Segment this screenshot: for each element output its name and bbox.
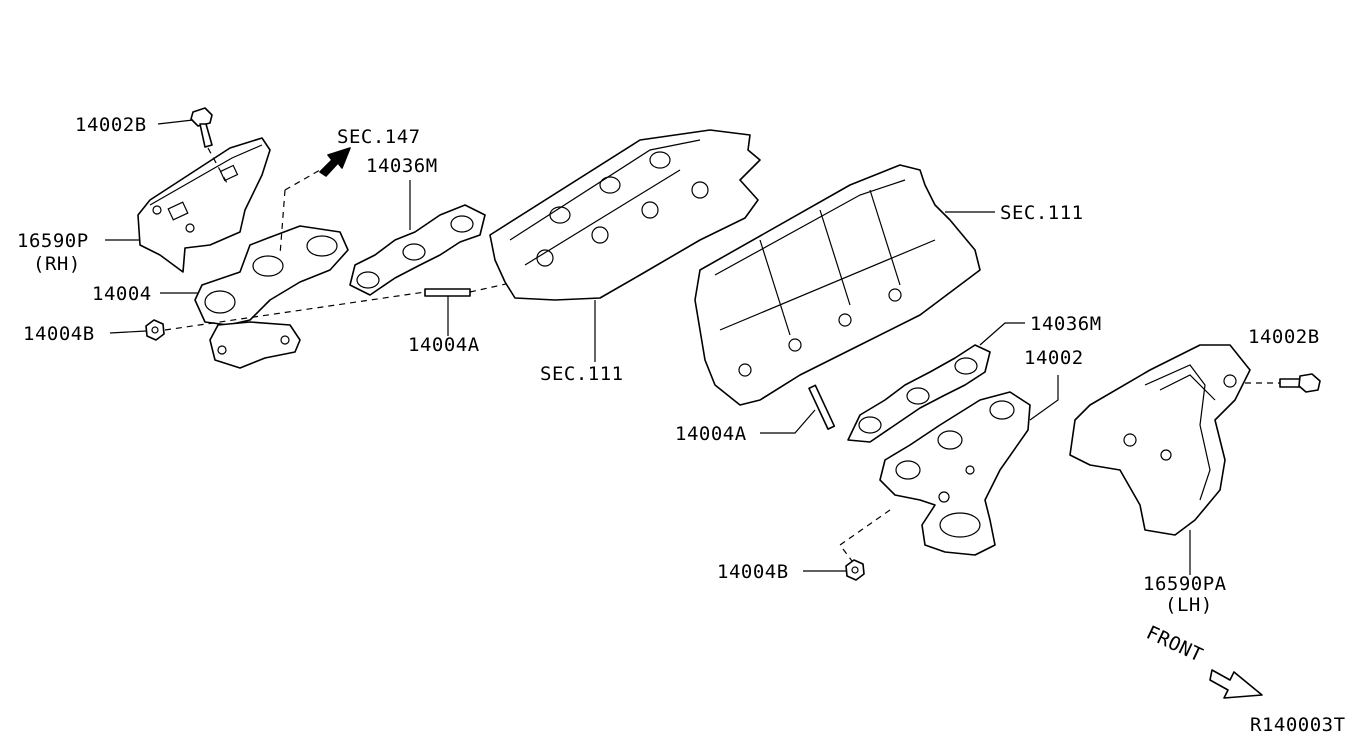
front-arrow-icon: [1209, 669, 1263, 699]
exhaust-manifold-rh: [194, 225, 349, 369]
nut-14004b-rh: [145, 319, 165, 341]
heat-shield-rh: [137, 137, 271, 273]
nut-14004b-lh: [845, 559, 865, 581]
label-14004a-rh: 14004A: [408, 334, 480, 356]
label-14004b-lh: 14004B: [717, 561, 789, 583]
cylinder-head-rh: [489, 129, 761, 301]
label-front: FRONT: [1143, 622, 1206, 667]
label-14002b-rh: 14002B: [75, 114, 147, 136]
bolt-14002b-lh: [1279, 373, 1321, 393]
stud-14004a-lh: [808, 384, 836, 430]
label-sec111-lh: SEC.111: [1000, 202, 1084, 224]
gasket-14036m-lh: [847, 344, 991, 443]
stud-14004a-rh: [424, 288, 471, 297]
leader-lines: [105, 119, 1191, 575]
label-sec147: SEC.147: [337, 126, 421, 148]
label-14036m-rh: 14036M: [366, 155, 438, 177]
label-16590pa: 16590PA: [1143, 573, 1227, 595]
gasket-14036m-rh: [349, 204, 486, 296]
label-14004b-rh: 14004B: [23, 323, 95, 345]
bolt-14002b-rh: [190, 107, 213, 148]
label-14002b-lh: 14002B: [1248, 326, 1320, 348]
label-16590p: 16590P: [17, 230, 89, 252]
exhaust-manifold-lh: [879, 391, 1031, 556]
label-lh: (LH): [1165, 594, 1213, 616]
label-diagram-ref: R140003T: [1250, 714, 1346, 736]
label-14002: 14002: [1024, 347, 1084, 369]
sec147-arrow: [319, 147, 351, 177]
label-sec111-rh: SEC.111: [540, 363, 624, 385]
cylinder-head-lh: [694, 164, 981, 406]
label-14036m-lh: 14036M: [1030, 313, 1102, 335]
label-14004: 14004: [92, 283, 152, 305]
heat-shield-lh: [1069, 344, 1251, 536]
label-14004a-lh: 14004A: [675, 423, 747, 445]
label-rh: (RH): [33, 253, 81, 275]
